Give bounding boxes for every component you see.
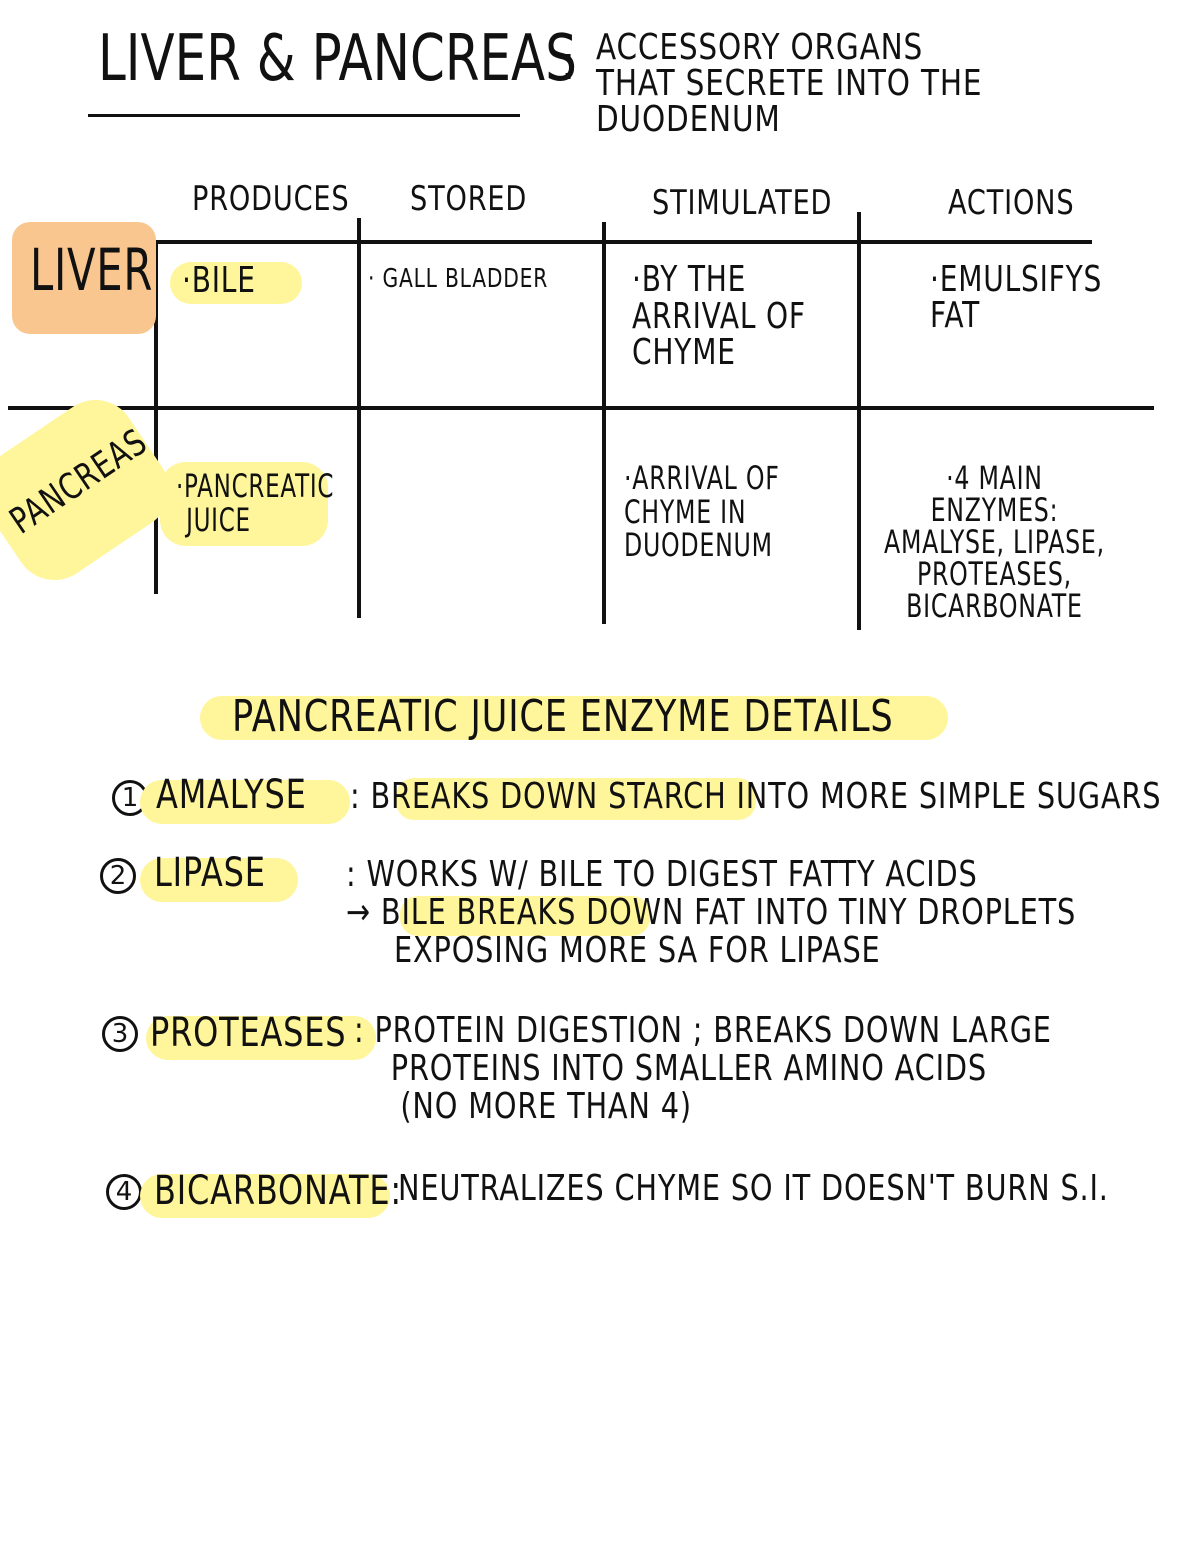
enzyme-name-highlight xyxy=(140,858,298,902)
enzyme-name-highlight xyxy=(146,1016,376,1060)
cell-line: AMALYSE, LIPASE, xyxy=(884,523,1105,561)
liver-highlight xyxy=(12,222,156,334)
table-line-middle xyxy=(8,406,1154,410)
enzyme-desc-amalyse: : BREAKS DOWN STARCH INTO MORE SIMPLE SU… xyxy=(350,778,1161,816)
subtitle-line: ACCESSORY ORGANS xyxy=(596,27,924,68)
page-title: LIVER & PANCREAS xyxy=(98,22,577,96)
section-title: PANCREATIC JUICE ENZYME DETAILS xyxy=(232,691,894,742)
liver-actions: ·EMULSIFYS FAT xyxy=(930,262,1102,334)
pancreas-produces: ·PANCREATIC JUICE xyxy=(176,467,335,539)
cell-line: ·ARRIVAL OF xyxy=(624,459,780,497)
cell-line: DUODENUM xyxy=(624,526,773,565)
table-line-col3 xyxy=(602,222,606,624)
enzyme-number-4: 4 xyxy=(106,1174,142,1210)
enzyme-desc-lipase: : WORKS W/ BILE TO DIGEST FATTY ACIDS → … xyxy=(346,856,1076,969)
desc-line: PROTEINS INTO SMALLER AMINO ACIDS xyxy=(390,1047,987,1089)
column-header-stored: STORED xyxy=(410,179,528,219)
enzyme-name-highlight xyxy=(140,780,350,824)
desc-line: : WORKS W/ BILE TO DIGEST FATTY ACIDS xyxy=(346,854,978,895)
row-label-liver: LIVER xyxy=(30,236,154,304)
pancreas-stimulated: ·ARRIVAL OF CHYME IN DUODENUM xyxy=(624,459,780,565)
page-subtitle: ACCESSORY ORGANS THAT SECRETE INTO THE D… xyxy=(596,30,982,138)
enzyme-desc-highlight xyxy=(396,778,756,820)
bile-highlight xyxy=(170,262,302,304)
desc-line: (NO MORE THAN 4) xyxy=(400,1085,692,1127)
pancreatic-juice-highlight xyxy=(160,462,328,546)
desc-line: : PROTEIN DIGESTION ; BREAKS DOWN LARGE xyxy=(354,1010,1052,1051)
section-title-highlight xyxy=(200,696,948,740)
liver-stimulated: ·BY THE ARRIVAL OF CHYME xyxy=(632,259,806,374)
cell-line: ·EMULSIFYS xyxy=(930,259,1103,300)
enzyme-number-3: 3 xyxy=(102,1016,138,1052)
enzyme-desc-highlight xyxy=(400,896,650,936)
title-underline xyxy=(88,114,520,117)
enzyme-name-bicarbonate: BICARBONATE: xyxy=(154,1168,402,1214)
enzyme-name-proteases: PROTEASES xyxy=(150,1010,347,1056)
desc-line: NEUTRALIZES CHYME SO IT DOESN'T BURN S.I… xyxy=(398,1168,1109,1209)
subtitle-line: DUODENUM xyxy=(596,99,781,140)
enzyme-name-lipase: LIPASE xyxy=(154,850,266,896)
enzyme-desc-bicarbonate: NEUTRALIZES CHYME SO IT DOESN'T BURN S.I… xyxy=(398,1170,1109,1208)
title-colon: : xyxy=(560,35,578,91)
subtitle-line: THAT SECRETE INTO THE xyxy=(596,63,983,104)
enzyme-number-2: 2 xyxy=(100,858,136,894)
column-header-actions: ACTIONS xyxy=(948,183,1075,223)
table-line-col4 xyxy=(857,212,861,630)
desc-line: → BILE BREAKS DOWN FAT INTO TINY DROPLET… xyxy=(346,891,1077,933)
cell-line: FAT xyxy=(930,295,981,336)
cell-line: JUICE xyxy=(186,500,251,539)
enzyme-name-highlight xyxy=(140,1174,390,1218)
liver-produces: ·BILE xyxy=(182,262,256,300)
cell-line: ·BY THE xyxy=(632,259,747,300)
cell-line: PROTEASES, xyxy=(916,555,1072,593)
pancreas-actions: ·4 MAIN ENZYMES: AMALYSE, LIPASE, PROTEA… xyxy=(884,462,1105,622)
liver-stored: · GALL BLADDER xyxy=(368,264,549,294)
table-line-top xyxy=(150,240,1092,244)
table-line-col2 xyxy=(357,218,361,618)
column-header-stimulated: STIMULATED xyxy=(652,183,833,223)
table-line-col1 xyxy=(154,240,158,594)
cell-line: ·PANCREATIC xyxy=(176,467,335,505)
cell-line: · GALL BLADDER xyxy=(368,264,549,294)
column-header-produces: PRODUCES xyxy=(192,179,350,219)
cell-line: ENZYMES: xyxy=(930,491,1059,529)
cell-line: ·4 MAIN xyxy=(946,459,1043,497)
desc-line: : BREAKS DOWN STARCH INTO MORE SIMPLE SU… xyxy=(350,776,1162,817)
desc-line: EXPOSING MORE SA FOR LIPASE xyxy=(394,929,881,971)
enzyme-desc-proteases: : PROTEIN DIGESTION ; BREAKS DOWN LARGE … xyxy=(354,1012,1052,1125)
enzyme-name-amalyse: AMALYSE xyxy=(156,772,307,818)
cell-line: BICARBONATE xyxy=(906,587,1083,625)
cell-line: CHYME IN xyxy=(624,492,747,531)
cell-line: CHYME xyxy=(632,332,736,374)
cell-line: ARRIVAL OF xyxy=(632,295,806,337)
cell-line: ·BILE xyxy=(182,260,256,301)
